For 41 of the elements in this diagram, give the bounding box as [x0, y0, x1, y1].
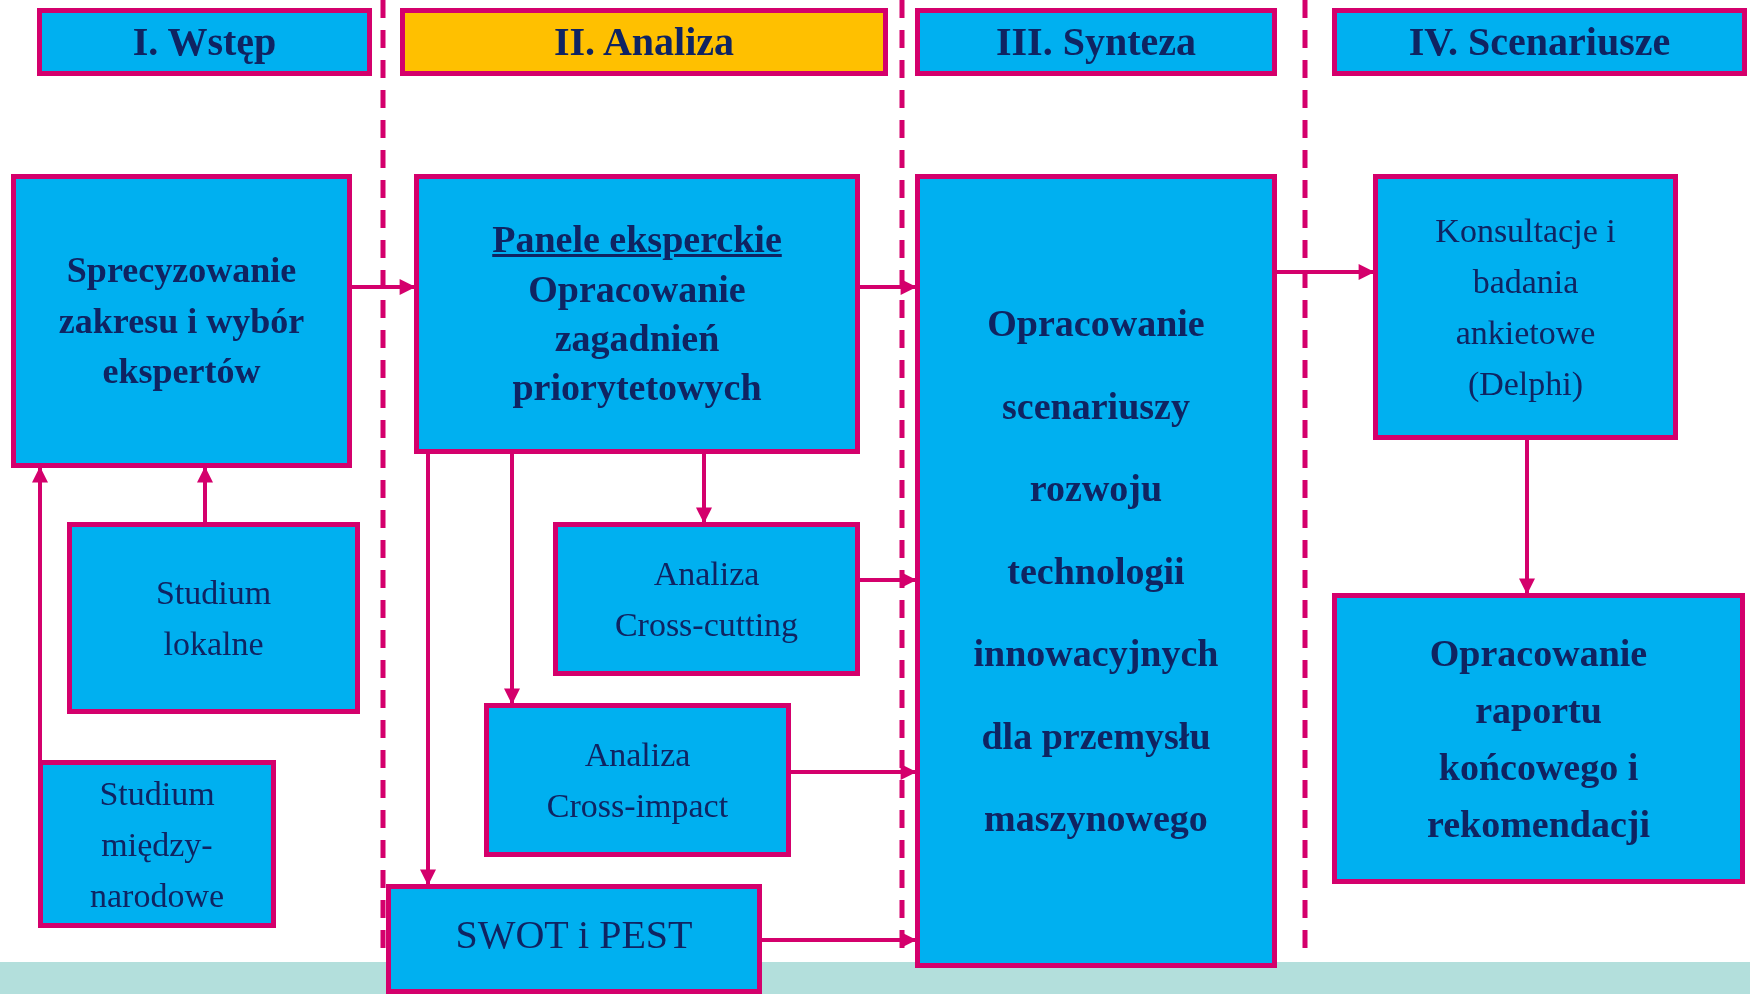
arrow — [791, 764, 917, 780]
node-label: Studium lokalne — [154, 573, 273, 664]
node-label: Sprecyzowanie zakresu i wybór ekspertów — [57, 249, 306, 394]
process-box — [915, 174, 1277, 968]
node-label: Opracowanie zagadnień priorytetowych — [511, 266, 763, 411]
arrow — [197, 466, 213, 522]
process-box — [11, 174, 352, 468]
arrow — [1519, 440, 1535, 595]
process-box — [67, 522, 360, 714]
arrow — [696, 454, 712, 524]
arrow — [860, 279, 917, 295]
node-heading: Panele eksperckie — [491, 217, 783, 263]
phase-header-box — [915, 8, 1277, 76]
process-box — [553, 522, 860, 676]
arrow — [762, 932, 917, 948]
arrow — [352, 279, 416, 295]
process-box — [38, 760, 276, 928]
process-box — [386, 884, 762, 994]
node-label: SWOT i PEST — [455, 911, 693, 959]
arrow — [504, 454, 520, 705]
phase-title: II. Analiza — [553, 18, 734, 66]
arrow — [32, 466, 48, 760]
phase-header-box — [1332, 8, 1747, 76]
phase-header-box — [37, 8, 372, 76]
node-label: Analiza Cross-cutting — [613, 554, 800, 645]
process-box — [414, 174, 860, 454]
phase-title: I. Wstęp — [132, 18, 277, 66]
node-label: Analiza Cross-impact — [545, 735, 730, 826]
phase-title: III. Synteza — [996, 18, 1196, 66]
process-box — [484, 703, 791, 857]
phase-title: IV. Scenariusze — [1408, 18, 1671, 66]
node-label: Opracowanie scenariuszy rozwoju technologii innowacyjnych dla przemysłu maszynowego — [973, 301, 1219, 842]
arrow — [420, 454, 436, 886]
node-label: Opracowanie raportu końcowego i rekomendacji — [1425, 630, 1651, 847]
arrow — [1277, 264, 1375, 280]
process-box — [1332, 593, 1745, 884]
phase-header-box — [400, 8, 888, 76]
node-label: Konsultacje i badania ankietowe (Delphi) — [1434, 211, 1617, 404]
arrow — [860, 572, 917, 588]
process-box — [1373, 174, 1678, 440]
node-label: Studium między- narodowe — [88, 773, 226, 916]
